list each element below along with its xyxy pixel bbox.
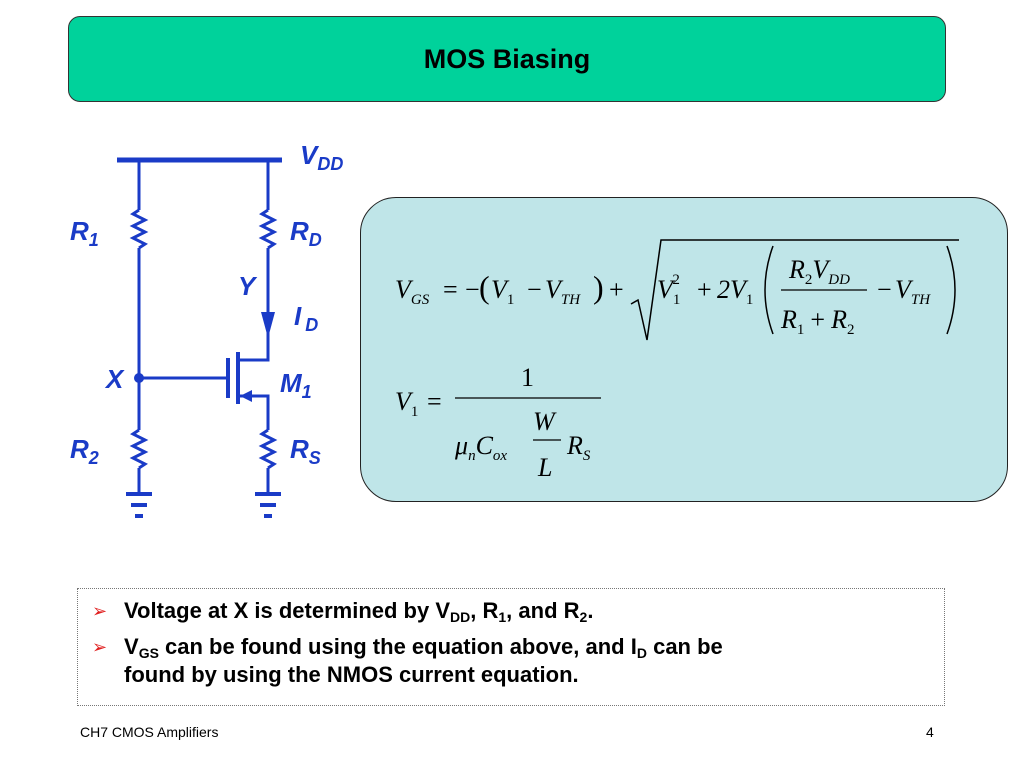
eq2-w: W: [533, 407, 557, 436]
eq1-open-paren: (: [479, 269, 490, 305]
eq1-frac-numerator: R2VDD: [788, 255, 850, 288]
footer-course: CH7 CMOS Amplifiers: [80, 724, 219, 740]
arrow-bullet-icon: ➢: [92, 601, 108, 621]
drain-wire: [238, 248, 270, 362]
resistor-r2: [129, 428, 149, 470]
rs-label: RS: [290, 434, 321, 468]
eq1-2v1: 2V1: [717, 275, 753, 308]
eq2-l: L: [537, 453, 552, 482]
resistor-rd: [258, 208, 278, 250]
big-right-paren: [946, 245, 956, 335]
equations: VGS = − ( V1 − VTH ) + V12 + 2V1 R2VDD R…: [395, 239, 959, 482]
eq2-rs: RS: [566, 431, 591, 464]
eq1-vth2: VTH: [895, 275, 931, 308]
node-x-dot: [134, 373, 144, 383]
eq1-plus: +: [609, 275, 624, 304]
eq1-minus: −: [465, 275, 480, 304]
rd-label: RD: [290, 216, 322, 250]
resistor-rs: [258, 428, 278, 470]
circuit-wires: [117, 157, 282, 518]
y-label: Y: [238, 271, 258, 301]
x-label: X: [104, 364, 125, 394]
vdd-label: VDD: [300, 140, 343, 174]
r2-label: R2: [70, 434, 99, 468]
eq2-mu-cox: μnCox: [454, 431, 507, 464]
eq1-minus3: −: [877, 275, 892, 304]
bullet-text-1: Voltage at X is determined by VDD, R1, a…: [124, 598, 594, 625]
eq1-minus2: −: [527, 275, 542, 304]
eq2-lhs: V1: [395, 387, 418, 420]
eq2-equals: =: [427, 387, 442, 416]
eq1-equals: =: [443, 275, 458, 304]
eq1-v1-squared: V12: [657, 272, 680, 308]
eq1-lhs: VGS: [395, 275, 430, 308]
source-arrow-icon: [240, 390, 252, 402]
equation-panel: VGS = − ( V1 − VTH ) + V12 + 2V1 R2VDD R…: [360, 197, 1008, 502]
resistor-r1: [129, 208, 149, 250]
sqrt-sign: [630, 239, 959, 341]
m1-label: M1: [280, 368, 312, 402]
source-wire: [238, 394, 270, 430]
eq1-vth: VTH: [545, 275, 581, 308]
eq2-numerator: 1: [521, 363, 534, 392]
arrow-bullet-icon: ➢: [92, 637, 108, 657]
title-bar: MOS Biasing: [68, 16, 946, 102]
big-left-paren: [764, 245, 774, 335]
eq1-v1: V1: [491, 275, 514, 308]
bullet-list: ➢ Voltage at X is determined by VDD, R1,…: [77, 588, 945, 706]
current-arrow-icon: [261, 312, 275, 338]
eq1-plus2: +: [697, 275, 712, 304]
page-number: 4: [926, 724, 934, 740]
r1-label: R1: [70, 216, 99, 250]
bullet-text-2: VGS can be found using the equation abov…: [124, 634, 723, 687]
slide-title: MOS Biasing: [423, 43, 591, 74]
eq1-close-paren: ): [593, 269, 604, 305]
eq1-frac-denominator: R1+R2: [780, 305, 854, 338]
